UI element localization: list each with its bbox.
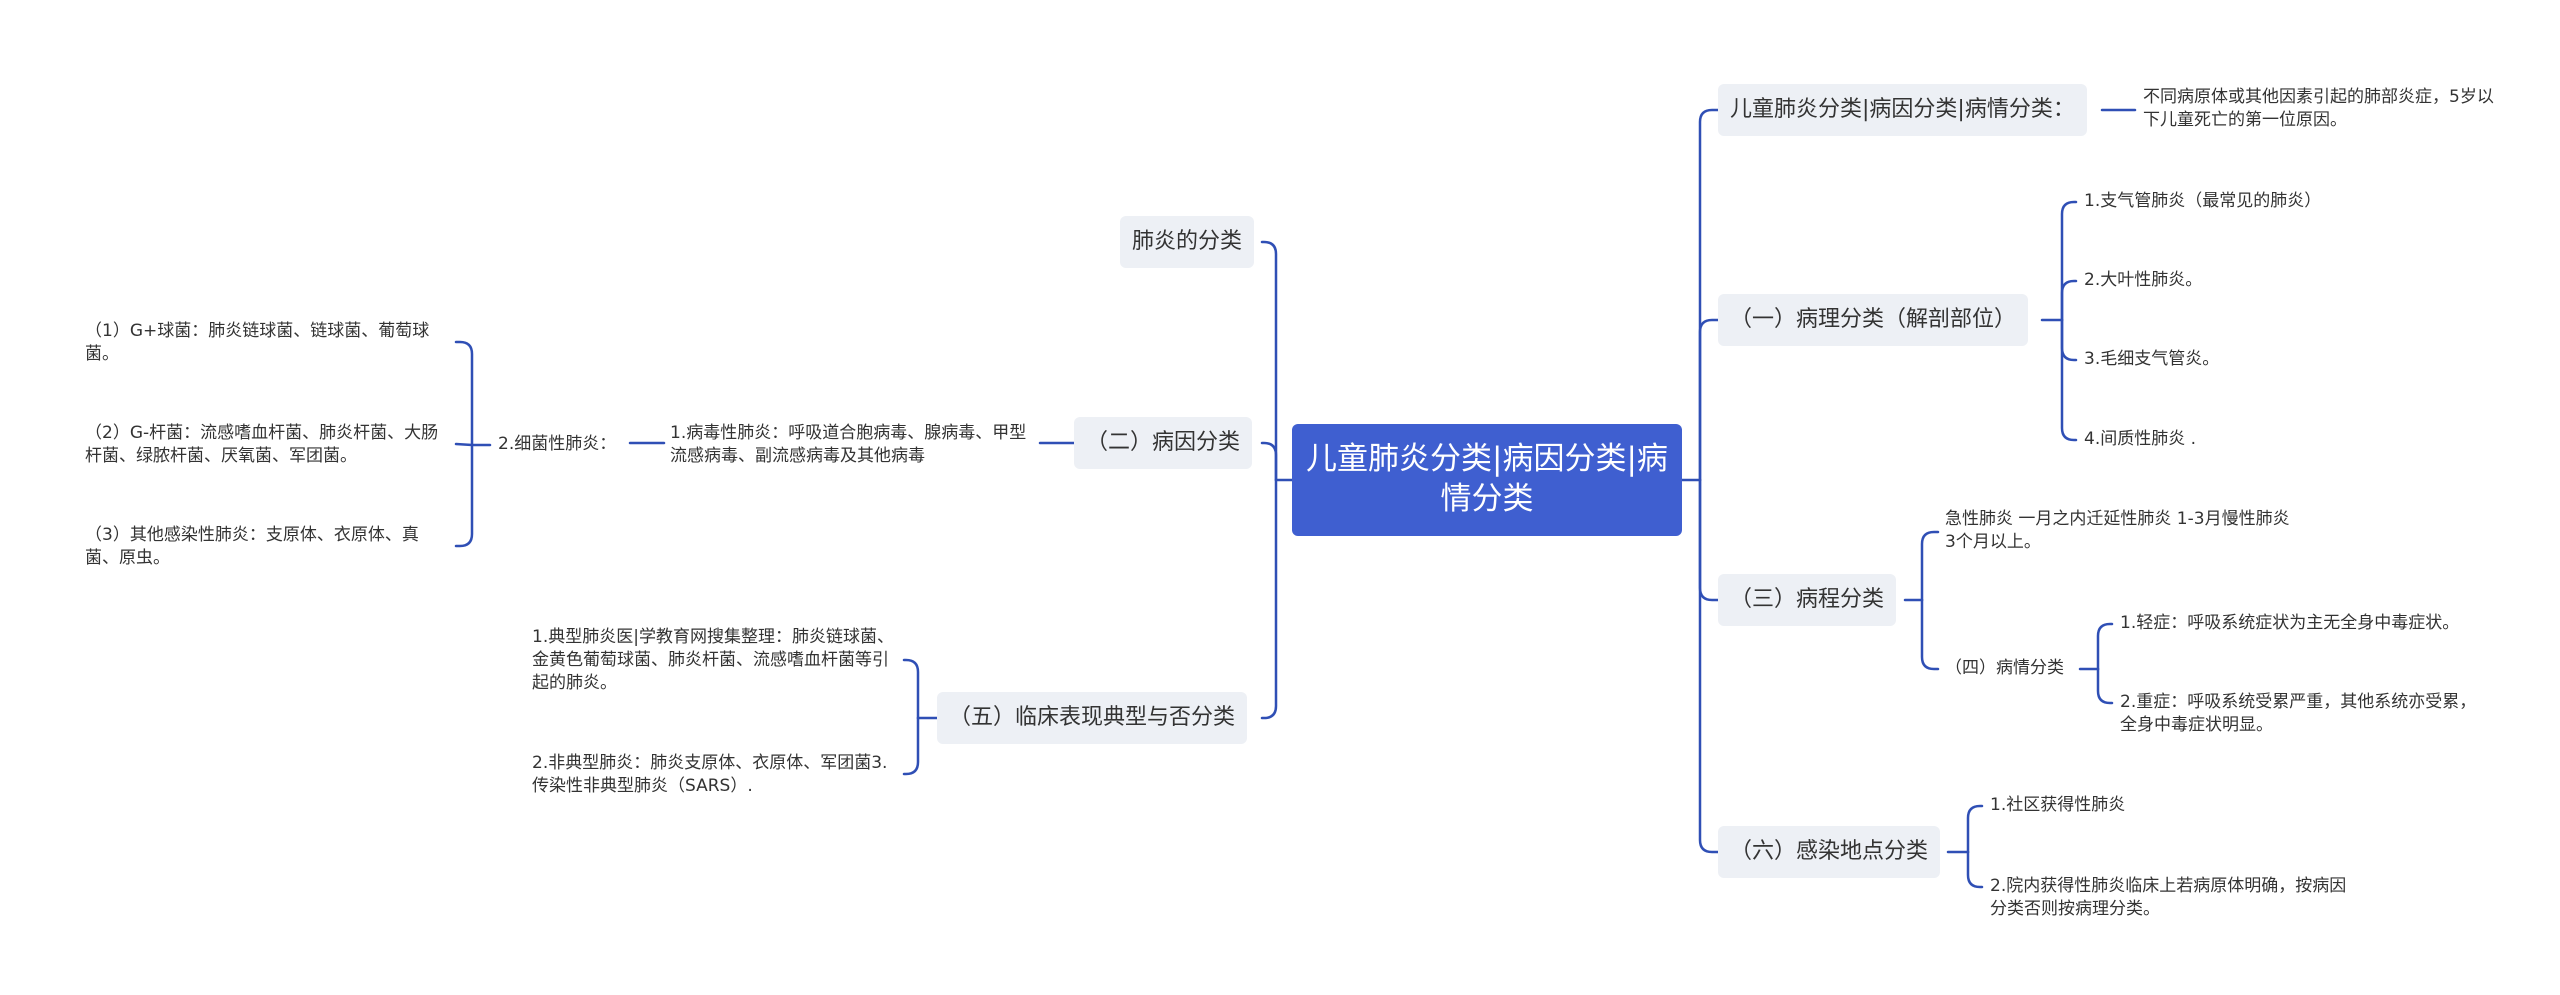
root-right-link-3 — [1698, 478, 1720, 854]
root-right-link-0 — [1698, 108, 1720, 482]
pathology-link-3 — [2060, 318, 2078, 442]
leaf-typical-pneumonia[interactable]: 1.典型肺炎医|学教育网搜集整理：肺炎链球菌、金黄色葡萄球菌、肺炎杆菌、流感嗜血… — [532, 627, 894, 693]
branch-definition[interactable]: 儿童肺炎分类|病因分类|病情分类： — [1718, 84, 2087, 136]
leaf-viral-pneumonia[interactable]: 1.病毒性肺炎：呼吸道合胞病毒、腺病毒、甲型流感病毒、副流感病毒及其他病毒 — [670, 423, 1027, 466]
branch-clinical-type[interactable]: （五）临床表现典型与否分类 — [937, 692, 1248, 744]
leaf-lobar-pneumonia[interactable]: 2.大叶性肺炎。 — [2084, 270, 2203, 290]
leaf-mild[interactable]: 1.轻症：呼吸系统症状为主无全身中毒症状。 — [2120, 613, 2460, 633]
leaf-interstitial-pneumonia[interactable]: 4.间质性肺炎 . — [2084, 429, 2197, 449]
severity-link-0 — [2096, 622, 2114, 671]
pathology-link-2 — [2060, 318, 2078, 362]
leaf-severe[interactable]: 2.重症：呼吸系统受累严重，其他系统亦受累，全身中毒症状明显。 — [2120, 692, 2477, 735]
root-left-link-0 — [1260, 240, 1278, 482]
branch-location[interactable]: （六）感染地点分类 — [1718, 826, 1941, 878]
bacterial-link-2 — [454, 443, 474, 548]
root-right-link-1 — [1698, 318, 1720, 482]
leaf-hospital-acquired[interactable]: 2.院内获得性肺炎临床上若病原体明确，按病因分类否则按病理分类。 — [1990, 876, 2347, 919]
leaf-gram-positive[interactable]: （1）G+球菌：肺炎链球菌、链球菌、葡萄球菌。 — [85, 321, 430, 364]
clinical-link-0 — [902, 658, 920, 720]
leaf-gram-negative[interactable]: （2）G-杆菌：流感嗜血杆菌、肺炎杆菌、大肠杆菌、绿脓杆菌、厌氧菌、军团菌。 — [85, 423, 439, 466]
leaf-definition-text[interactable]: 不同病原体或其他因素引起的肺部炎症，5岁以下儿童死亡的第一位原因。 — [2143, 87, 2494, 130]
severity-link-1 — [2096, 667, 2114, 705]
root-left-link-1 — [1260, 441, 1278, 482]
leaf-community-acquired[interactable]: 1.社区获得性肺炎 — [1990, 795, 2126, 815]
bacterial-link-0 — [454, 340, 474, 447]
pathology-link-1 — [2060, 279, 2078, 322]
root-left-link-2 — [1260, 478, 1278, 720]
leaf-bronchopneumonia[interactable]: 1.支气管肺炎（最常见的肺炎） — [2084, 191, 2322, 211]
course-link-1 — [1920, 598, 1940, 671]
root-right-link-2 — [1698, 478, 1720, 602]
location-link-1 — [1966, 850, 1984, 889]
clinical-link-1 — [902, 716, 920, 776]
location-link-0 — [1966, 804, 1984, 854]
branch-pathology[interactable]: （一）病理分类（解剖部位） — [1718, 294, 2029, 346]
node-severity[interactable]: （四）病情分类 — [1945, 658, 2064, 678]
leaf-bronchiolitis[interactable]: 3.毛细支气管炎。 — [2084, 349, 2220, 369]
branch-lung-classification[interactable]: 肺炎的分类 — [1120, 216, 1255, 268]
bacterial-link-1 — [454, 442, 474, 447]
leaf-other-infection[interactable]: （3）其他感染性肺炎：支原体、衣原体、真菌、原虫。 — [85, 525, 419, 568]
leaf-atypical-pneumonia[interactable]: 2.非典型肺炎：肺炎支原体、衣原体、军团菌3.传染性非典型肺炎（SARS）. — [532, 753, 888, 796]
leaf-course-duration[interactable]: 急性肺炎 一月之内迁延性肺炎 1-3月慢性肺炎 3个月以上。 — [1945, 509, 2290, 552]
course-link-0 — [1920, 530, 1940, 602]
node-bacterial-pneumonia[interactable]: 2.细菌性肺炎： — [498, 434, 617, 454]
branch-etiology[interactable]: （二）病因分类 — [1074, 417, 1253, 469]
root-topic[interactable]: 儿童肺炎分类|病因分类|病情分类 — [1292, 424, 1682, 536]
branch-course[interactable]: （三）病程分类 — [1718, 574, 1897, 626]
pathology-link-0 — [2060, 200, 2078, 322]
